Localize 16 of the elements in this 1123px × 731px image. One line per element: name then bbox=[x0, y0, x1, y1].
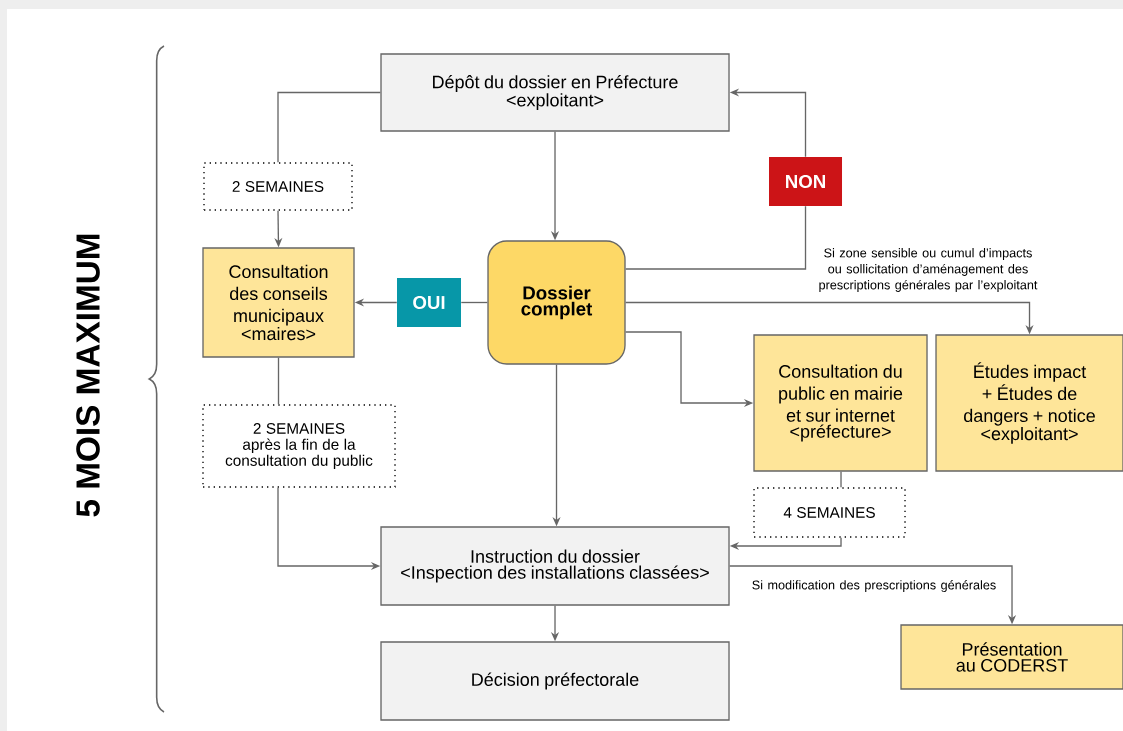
duration-box: 2 SEMAINES après la fin de la consultation du public bbox=[202, 404, 396, 488]
decision-box: Dossier complet bbox=[487, 240, 626, 365]
process-box: Études impact + Études de dangers + notice <exploitant> bbox=[935, 334, 1123, 472]
edge-label: Si zone sensible ou cumul d’impacts ou sollicitation d’aménagement des prescriptions générales par l’exploitant bbox=[819, 248, 1038, 292]
process-box: Présentation au CODERST bbox=[900, 624, 1123, 690]
process-box: Instruction du dossier <Inspection des installations classées> bbox=[380, 526, 730, 606]
duration-label: 5 MOIS MAXIMUM bbox=[76, 234, 100, 517]
process-box: Consultation du public en mairie et sur internet <préfecture> bbox=[753, 334, 928, 472]
no-tag: NON bbox=[769, 157, 842, 206]
yes-tag: OUI bbox=[397, 278, 461, 327]
duration-box: 2 SEMAINES bbox=[203, 162, 353, 211]
process-box: Décision préfectorale bbox=[380, 641, 730, 721]
duration-box: 4 SEMAINES bbox=[753, 487, 906, 538]
edge-label: Si modification des prescriptions générales bbox=[752, 580, 996, 592]
process-box: Consultation des conseils municipaux <maires> bbox=[202, 247, 355, 358]
process-box: Dépôt du dossier en Préfecture <exploitant> bbox=[380, 53, 730, 132]
